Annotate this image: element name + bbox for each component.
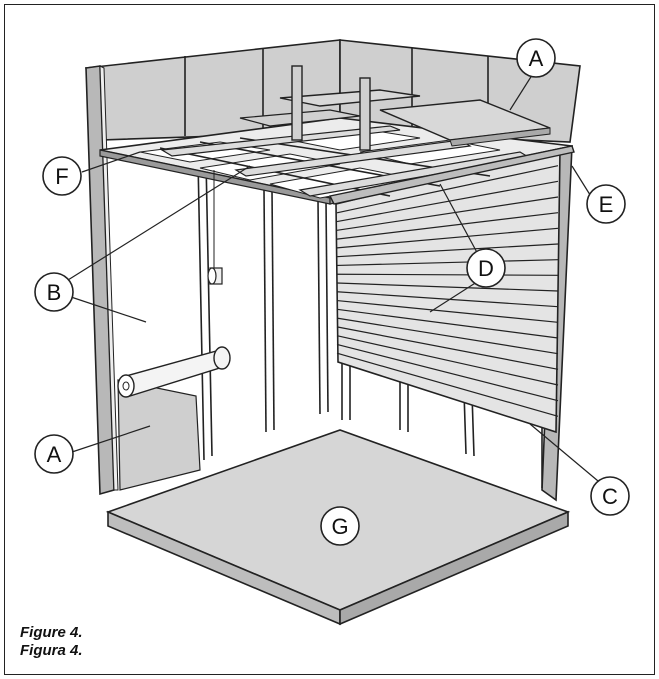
panel-seam — [336, 259, 559, 267]
callout-c: C — [590, 476, 630, 516]
tape-roll-small — [207, 170, 223, 285]
leader-lines — [67, 71, 605, 487]
attic-panels — [239, 65, 551, 151]
callout-e-label: E — [599, 192, 614, 217]
panel-seam — [336, 243, 559, 258]
panel-seam — [336, 308, 559, 339]
panel-seam — [336, 180, 559, 223]
panel-seam — [336, 335, 559, 386]
callout-a-bottom: A — [34, 434, 74, 474]
panel-seam — [336, 299, 559, 323]
callout-g: G — [320, 506, 360, 546]
callout-f-label: F — [55, 164, 68, 189]
panel-seam — [336, 227, 559, 249]
callout-c-label: C — [602, 484, 618, 509]
callout-g-label: G — [331, 514, 348, 539]
panel-seam — [336, 273, 559, 276]
panel-seam — [336, 326, 559, 370]
callout-d-label: D — [478, 256, 494, 281]
callout-a-top-label: A — [529, 46, 544, 71]
panel-seam — [336, 196, 559, 231]
callout-a-bottom-label: A — [47, 442, 62, 467]
panel-seam — [336, 212, 559, 240]
callout-b-label: B — [47, 280, 62, 305]
figure-caption-spanish: Figura 4. — [20, 642, 83, 659]
callout-e: E — [586, 184, 626, 224]
panel-seam — [336, 165, 559, 214]
callout-b: B — [34, 272, 74, 312]
panel-seam — [336, 343, 559, 402]
insulation-roll-large — [117, 346, 231, 398]
wall-panels — [335, 148, 561, 434]
callout-d: D — [466, 248, 506, 288]
figure-caption-english: Figure 4. — [20, 624, 83, 641]
panel-seam — [336, 352, 559, 417]
callout-f: F — [42, 156, 82, 196]
left-wall — [85, 65, 329, 496]
panel-seam — [336, 282, 559, 292]
callout-a-top: A — [516, 38, 556, 78]
panel-seam — [336, 317, 559, 355]
panel-seam — [336, 291, 559, 308]
